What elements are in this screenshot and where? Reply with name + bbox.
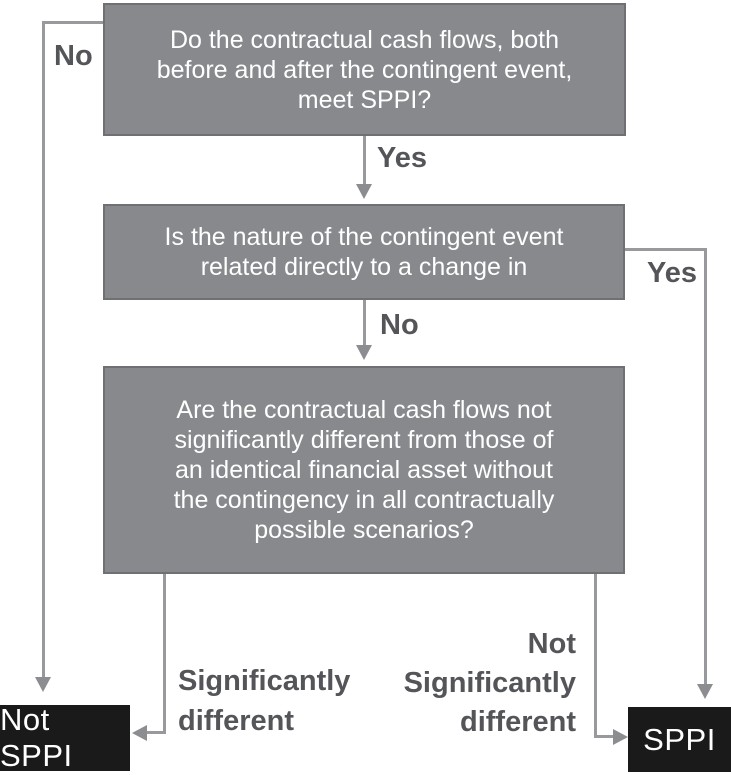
edge-label-significantly-different: Significantly different [178,661,350,741]
edge-no-left-vertical [42,21,45,677]
result-box-not-sppi: Not SPPI [0,702,130,773]
question-line: Are the contractual cash flows not [176,396,552,424]
edge-label-not-significantly-different: Not Significantly different [404,625,576,742]
question-box-nature-of-contingent-event: Is the nature of the contingent event re… [103,204,625,300]
result-label: Not SPPI [0,702,73,773]
edge-no-mid-vertical [363,300,366,347]
edge-yes-right-vertical [704,248,707,685]
edge-no-left-horizontal [42,21,103,24]
question-box-contractual-cash-flows: Do the contractual cash flows, both befo… [103,3,626,136]
edge-label-yes-mid: Yes [377,142,427,174]
question-line: before and after the contingent event, [156,55,573,84]
edge-label-no-mid: No [380,309,419,341]
edge-yes-right-horizontal [625,248,707,251]
edge-label-line: different [178,705,294,737]
edge-label-line: Significantly [178,665,351,697]
question-line: an identical financial asset without [174,456,553,484]
arrow-down-icon [35,677,51,692]
question-box-not-significantly-different: Are the contractual cash flows not signi… [103,366,625,574]
arrow-down-icon [356,345,372,360]
arrow-left-icon [132,725,147,741]
question-line: meet SPPI? [297,85,432,114]
arrow-down-icon [356,184,372,199]
edge-sig-diff-vertical [163,574,166,734]
question-line: related directly to a change in [200,253,528,281]
edge-label-line: different [460,706,576,738]
question-line: significantly different from those of [174,426,554,454]
edge-label-line: Not [527,628,576,660]
edge-not-sig-diff-vertical [594,574,597,738]
question-line: Do the contractual cash flows, both [169,25,560,54]
question-line: Is the nature of the contingent event [164,223,564,251]
result-label: SPPI [643,721,716,757]
arrow-down-icon [697,684,713,699]
edge-not-sig-diff-horizontal [594,735,614,738]
edge-label-yes-right: Yes [647,257,697,289]
edge-label-line: Significantly [403,667,576,699]
edge-label-no-top: No [54,40,93,72]
question-line: the contingency in all contractually [173,486,555,514]
edge-sig-diff-horizontal [147,731,166,734]
result-box-sppi: SPPI [628,707,731,772]
question-line: possible scenarios? [254,516,474,544]
edge-yes-mid-vertical [363,136,366,186]
arrow-right-icon [613,729,628,745]
